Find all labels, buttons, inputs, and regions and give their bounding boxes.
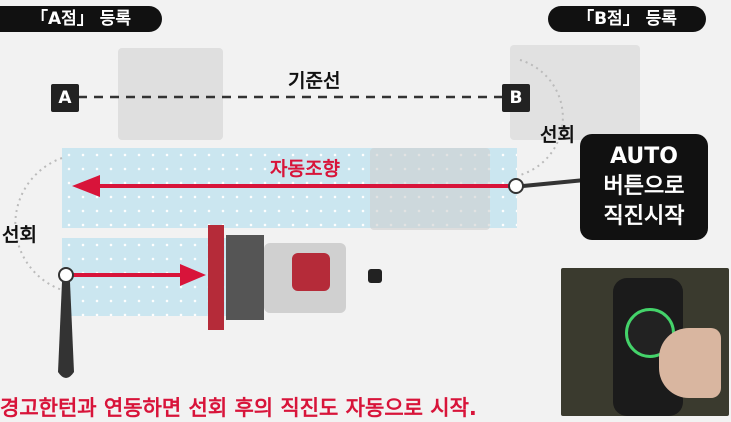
turn-label-left: 선회 — [2, 224, 37, 246]
reference-line-label: 기준선 — [288, 70, 341, 92]
point-b-marker: B — [502, 84, 530, 112]
auto-callout-line-1: AUTO — [610, 144, 678, 169]
auto-callout-line-2: 버튼으로 — [603, 174, 685, 199]
controller-photo — [561, 268, 729, 416]
caption: 경고한턴과 연동하면 선회 후의 직진도 자동으로 시작. — [0, 396, 477, 420]
turn-label-right: 선회 — [540, 124, 575, 146]
point-a-marker: A — [51, 84, 79, 112]
tractor-main — [208, 225, 382, 330]
tractor-middle — [370, 148, 490, 230]
auto-button-callout: AUTO 버튼으로 직진시작 — [580, 134, 708, 240]
point-b-badge: 「B점」 등록 — [548, 6, 706, 32]
point-a-badge: 「A점」 등록 — [0, 6, 162, 32]
auto-callout-line-3: 직진시작 — [603, 204, 685, 229]
tractor-top-right — [510, 45, 640, 140]
tractor-top-left — [118, 48, 223, 140]
auto-steer-label: 자동조향 — [270, 158, 340, 180]
